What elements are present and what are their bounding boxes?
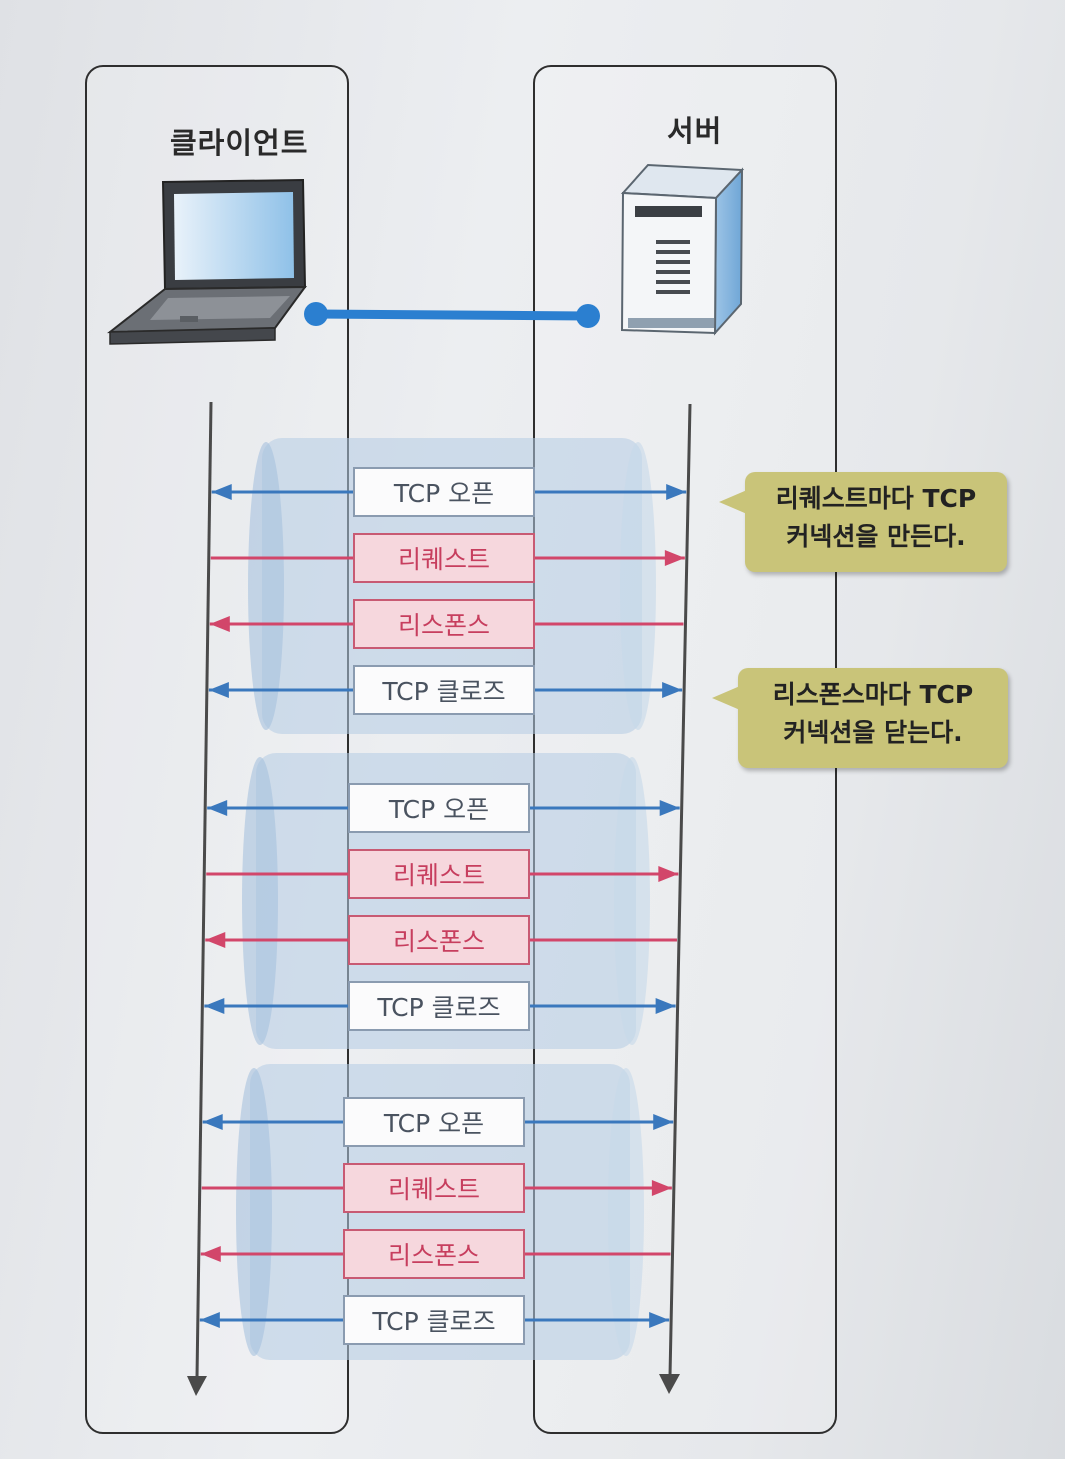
laptop-icon — [107, 178, 307, 345]
client-lane-title: 클라이언트 — [170, 126, 309, 160]
response-label: 리스폰스 — [343, 1229, 525, 1279]
tcp-label: TCP 오픈 — [353, 467, 535, 517]
server-lifeline — [659, 403, 692, 1394]
request-label: 리퀘스트 — [343, 1163, 525, 1213]
callout-tcp-open: 리퀘스트마다 TCP 커넥션을 만든다. — [719, 472, 1007, 572]
tcp-label: TCP 클로즈 — [343, 1295, 525, 1345]
response-label: 리스폰스 — [353, 599, 535, 649]
tcp-label: TCP 오픈 — [348, 783, 530, 833]
tcp-label: TCP 클로즈 — [353, 665, 535, 715]
callout-open-line1: 리퀘스트마다 TCP — [775, 484, 977, 513]
callout-close-line2: 커넥션을 닫는다. — [783, 718, 963, 747]
connection-line — [304, 302, 600, 328]
callout-close-line1: 리스폰스마다 TCP — [772, 680, 974, 709]
callout-open-line2: 커넥션을 만든다. — [786, 522, 966, 551]
response-label: 리스폰스 — [348, 915, 530, 965]
request-label: 리퀘스트 — [348, 849, 530, 899]
tcp-label: TCP 클로즈 — [348, 981, 530, 1031]
server-lane-title: 서버 — [667, 114, 723, 148]
server-tower-icon — [620, 163, 745, 336]
request-label: 리퀘스트 — [353, 533, 535, 583]
client-lifeline — [187, 401, 213, 1396]
callout-tcp-close: 리스폰스마다 TCP 커넥션을 닫는다. — [712, 668, 1008, 768]
tcp-label: TCP 오픈 — [343, 1097, 525, 1147]
